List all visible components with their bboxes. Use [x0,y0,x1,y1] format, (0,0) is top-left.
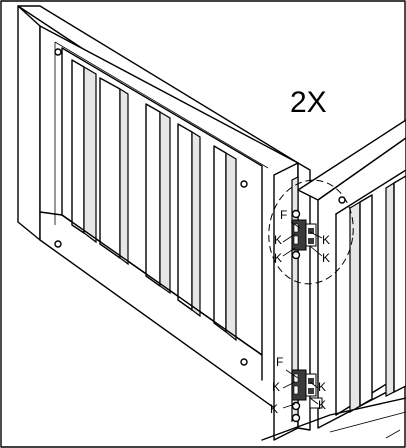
fastener-label-k: K [322,251,330,265]
quantity-callout: 2X [290,86,327,119]
screw-hole-icon [240,358,248,366]
fastener-label-k: K [322,233,330,247]
screw-hole-icon [54,48,62,56]
left-panel-side-edge [17,5,41,241]
fastener-label-f: F [276,355,283,369]
screw-hole-icon [54,240,62,248]
fastener-label-k: K [274,251,282,265]
fastener-label-f: F [280,208,287,222]
upper-callout: F K K K K [268,179,354,285]
fastener-label-k: K [270,402,278,416]
fastener-label-k: K [318,380,326,394]
left-panel-slats [71,59,237,342]
detail-circle [268,179,354,285]
fastener-label-k: K [274,233,282,247]
upper-hinge [291,209,317,260]
screw-hole-icon [240,180,248,188]
right-panel [297,119,406,429]
screw-hole-icon [338,196,346,204]
left-panel [17,5,299,426]
floor-line [261,397,406,441]
lower-callout: F K K K K [270,355,326,416]
fastener-label-k: K [318,398,326,412]
fastener-label-k: K [272,380,280,394]
